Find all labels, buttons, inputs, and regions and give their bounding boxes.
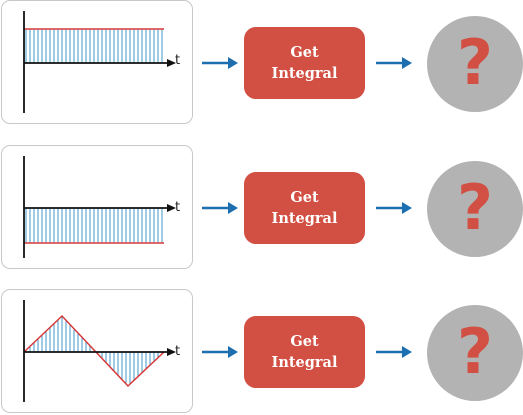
signal-graph-panel: t — [1, 289, 193, 413]
get-integral-button[interactable]: Get Integral — [244, 27, 365, 99]
question-mark-icon: ? — [457, 315, 493, 388]
signal-graph-panel: t — [1, 145, 193, 269]
result-circle: ? — [427, 305, 523, 401]
get-integral-button[interactable]: Get Integral — [244, 172, 365, 244]
time-axis-label: t — [175, 53, 181, 68]
hatch-fill — [25, 208, 163, 243]
axis-arrowhead — [167, 348, 176, 356]
arrow-right-icon — [202, 57, 238, 69]
button-label-line1: Get — [290, 44, 319, 61]
get-integral-button[interactable]: Get Integral — [244, 316, 365, 388]
button-label-line2: Integral — [271, 354, 338, 371]
button-label-line1: Get — [290, 333, 319, 350]
hatch-fill — [25, 29, 163, 63]
row-1: t Get Integral ? — [0, 0, 523, 126]
row-2: t Get Integral ? — [0, 145, 523, 271]
signal-graph — [23, 300, 176, 402]
arrow-right-icon — [376, 346, 412, 358]
signal-line — [23, 314, 165, 388]
arrow-right-icon — [202, 202, 238, 214]
result-circle: ? — [427, 16, 523, 112]
signal-graph-panel: t — [1, 0, 193, 124]
button-label-line1: Get — [290, 189, 319, 206]
question-mark-icon: ? — [457, 26, 493, 99]
time-axis-label: t — [175, 344, 181, 359]
button-label-line2: Integral — [271, 65, 338, 82]
row-3: t Get Integral ? — [0, 289, 523, 415]
axis-arrowhead — [167, 204, 176, 212]
question-mark-icon: ? — [457, 171, 493, 244]
hatch-fill — [25, 316, 163, 385]
signal-graph — [23, 11, 176, 113]
result-circle: ? — [427, 161, 523, 257]
axis-arrowhead — [167, 59, 176, 67]
signal-graph — [23, 156, 176, 258]
arrow-right-icon — [376, 57, 412, 69]
arrow-right-icon — [376, 202, 412, 214]
time-axis-label: t — [175, 200, 181, 215]
button-label-line2: Integral — [271, 210, 338, 227]
arrow-right-icon — [202, 346, 238, 358]
